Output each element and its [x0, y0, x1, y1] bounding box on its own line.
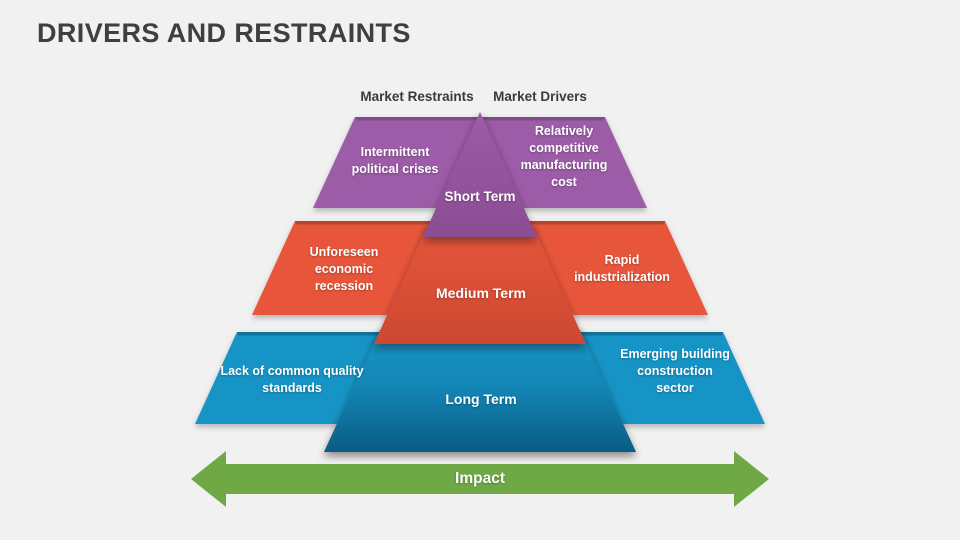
long-term-restraint-label: Lack of common quality standards	[220, 364, 364, 395]
medium-term-pyramid-shading	[374, 225, 586, 344]
long-term-label: Long Term	[445, 391, 517, 407]
short-term-pyramid-shading	[423, 112, 537, 237]
long-term-pyramid-shading	[324, 330, 636, 452]
impact-arrow	[191, 451, 769, 507]
impact-label: Impact	[455, 470, 505, 487]
medium-term-restraint-label: Unforeseen economic recession	[309, 245, 379, 293]
medium-term-label: Medium Term	[436, 285, 526, 301]
market-drivers-header: Market Drivers	[493, 89, 587, 104]
page-title: DRIVERS AND RESTRAINTS	[37, 18, 411, 48]
short-term-label: Short Term	[444, 189, 516, 204]
medium-term-driver-label: Rapid industrialization	[574, 253, 670, 284]
long-term-driver-label: Emerging building construction sector	[620, 347, 730, 395]
short-term-restraint-label: Intermittent political crises	[351, 145, 439, 176]
market-restraints-header: Market Restraints	[360, 89, 474, 104]
short-term-driver-label: Relatively competitive manufacturing cos…	[520, 124, 608, 189]
